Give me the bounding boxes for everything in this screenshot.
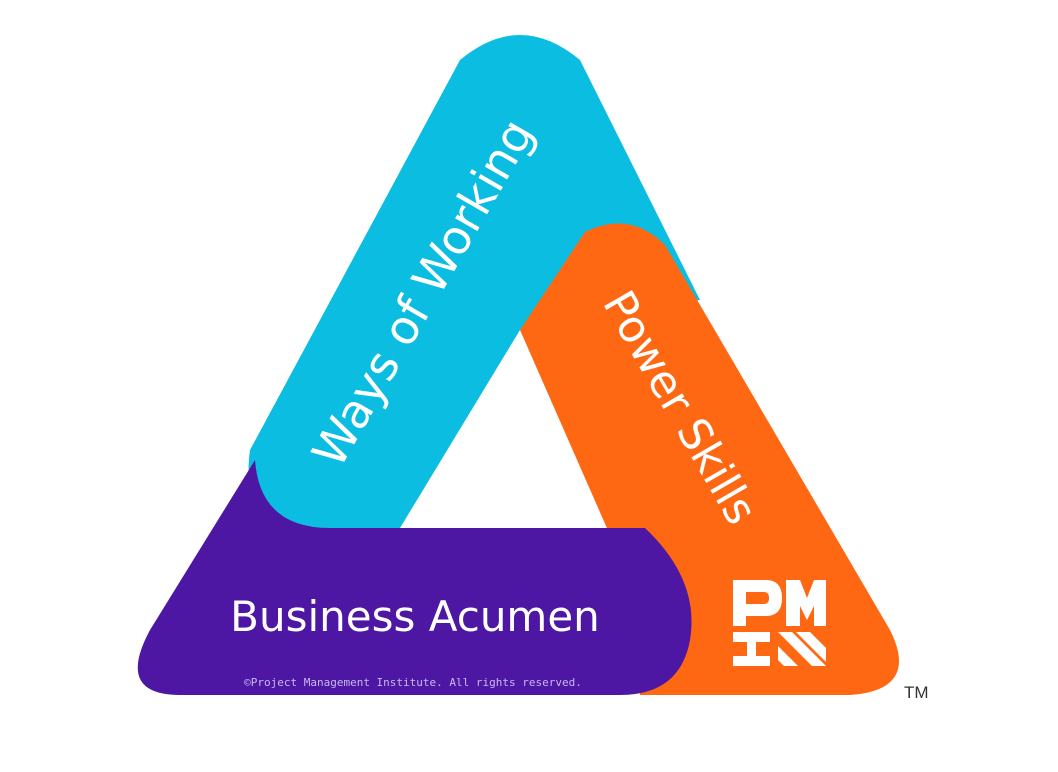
business-acumen-label: Business Acumen xyxy=(230,592,600,641)
pmi-logo-icon xyxy=(733,580,826,666)
power-skills-band xyxy=(520,223,899,695)
trademark-symbol: TM xyxy=(904,683,929,702)
ways-of-working-band xyxy=(248,35,701,528)
copyright-text: ©Project Management Institute. All right… xyxy=(244,676,582,689)
business-acumen-band xyxy=(137,460,692,695)
